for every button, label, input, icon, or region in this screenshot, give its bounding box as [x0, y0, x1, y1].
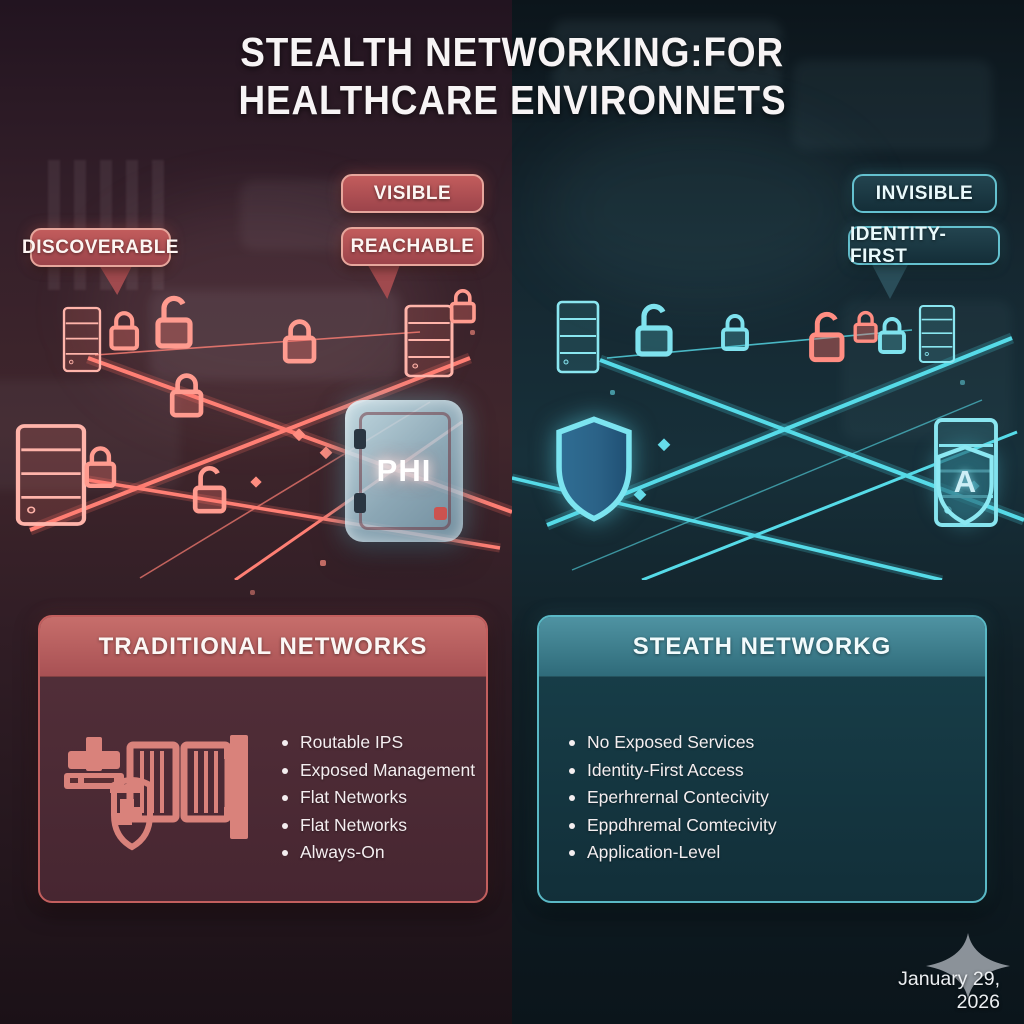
alert-dot	[434, 507, 447, 520]
lock-icon	[285, 322, 314, 362]
data-packet	[657, 438, 671, 452]
particle	[960, 380, 965, 385]
data-packet	[292, 428, 306, 442]
vault-hinge	[354, 493, 366, 513]
firewall-gate-icon	[64, 735, 248, 851]
server-icon	[556, 300, 600, 374]
particle	[250, 590, 255, 595]
hospital-bed-shape	[552, 20, 782, 100]
badge-invisible: INVISIBLE	[852, 174, 997, 213]
data-packet	[250, 476, 262, 488]
server-icon	[62, 306, 102, 373]
bullet-item: Application-Level	[567, 839, 777, 867]
bullet-item: Identity-First Access	[567, 757, 777, 785]
bullet-item: Flat Networks	[280, 784, 475, 812]
particle	[320, 560, 326, 566]
auth-badge-label: A	[953, 464, 977, 499]
auth-shield-icon	[936, 444, 994, 526]
stealth-bullet-list: No Exposed Services Identity-First Acces…	[567, 729, 777, 867]
badge-discoverable-label: DISCOVERABLE	[22, 236, 179, 258]
phi-data-vault: PHI	[345, 400, 463, 542]
stealth-networking-panel: STEATH NETWORKG No Exposed Services Iden…	[537, 615, 987, 903]
server-icon	[404, 304, 454, 378]
date-label: January 29, 2026	[898, 968, 1000, 1013]
lock-icon	[721, 314, 749, 351]
bullet-item: Always-On	[280, 839, 475, 867]
open-lock-icon	[638, 306, 670, 354]
traditional-networks-panel: TRADITIONAL NETWORKS Routable IPS	[38, 615, 488, 903]
lock-icon	[111, 313, 137, 348]
lock-icon	[172, 376, 201, 416]
title-line-2: HEALTHCARE ENVIRONNETS	[237, 77, 787, 123]
badge-identity-first-label: IDENTITY-FIRST	[850, 223, 947, 267]
open-lock-icon	[195, 468, 224, 511]
bullet-item: Eperhrernal Contecivity	[567, 784, 777, 812]
open-lock-icon	[158, 298, 190, 346]
badge-visible: VISIBLE	[341, 174, 484, 213]
bullet-item: Flat Networks	[280, 812, 475, 840]
stealth-panel-title: STEATH NETWORKG	[539, 617, 985, 677]
badge-invisible-label: INVISIBLE	[875, 182, 974, 204]
title-line-1: STEALTH NETWORKING:FOR	[240, 29, 784, 75]
lock-icon	[449, 288, 476, 324]
traditional-bullet-list: Routable IPS Exposed Management Flat Net…	[280, 729, 475, 867]
particle	[470, 330, 475, 335]
traditional-panel-title: TRADITIONAL NETWORKS	[40, 617, 486, 677]
vault-door-outline	[354, 412, 451, 530]
lock-icon	[87, 448, 114, 485]
vault-hinge	[354, 429, 366, 449]
hospital-bed-shape	[792, 60, 992, 150]
lock-icon	[878, 317, 906, 354]
badge-identity-first: IDENTITY-FIRST	[848, 223, 1000, 267]
page-title: STEALTH NETWORKING:FOR HEALTHCARE ENVIRO…	[0, 28, 1024, 124]
badge-reachable: REACHABLE	[341, 227, 484, 266]
bullet-item: Exposed Management	[280, 757, 475, 785]
blocked-lock-icon	[812, 314, 842, 359]
particle	[610, 390, 615, 395]
badge-visible-label: VISIBLE	[373, 182, 452, 204]
blocked-lock-icon	[853, 310, 878, 343]
server-icon	[18, 426, 84, 524]
bullet-item: Eppdhremal Comtecivity	[567, 812, 777, 840]
stealth-shield-icon	[556, 416, 632, 522]
bullet-item: No Exposed Services	[567, 729, 777, 757]
phi-label: PHI	[376, 453, 432, 488]
badge-reachable-label: REACHABLE	[350, 235, 475, 257]
bullet-item: Routable IPS	[280, 729, 475, 757]
ambient-glow	[542, 120, 862, 300]
badge-discoverable: DISCOVERABLE	[22, 228, 178, 267]
server-icon	[918, 304, 956, 364]
sparkle-icon	[926, 933, 1010, 999]
data-packet	[319, 446, 333, 460]
